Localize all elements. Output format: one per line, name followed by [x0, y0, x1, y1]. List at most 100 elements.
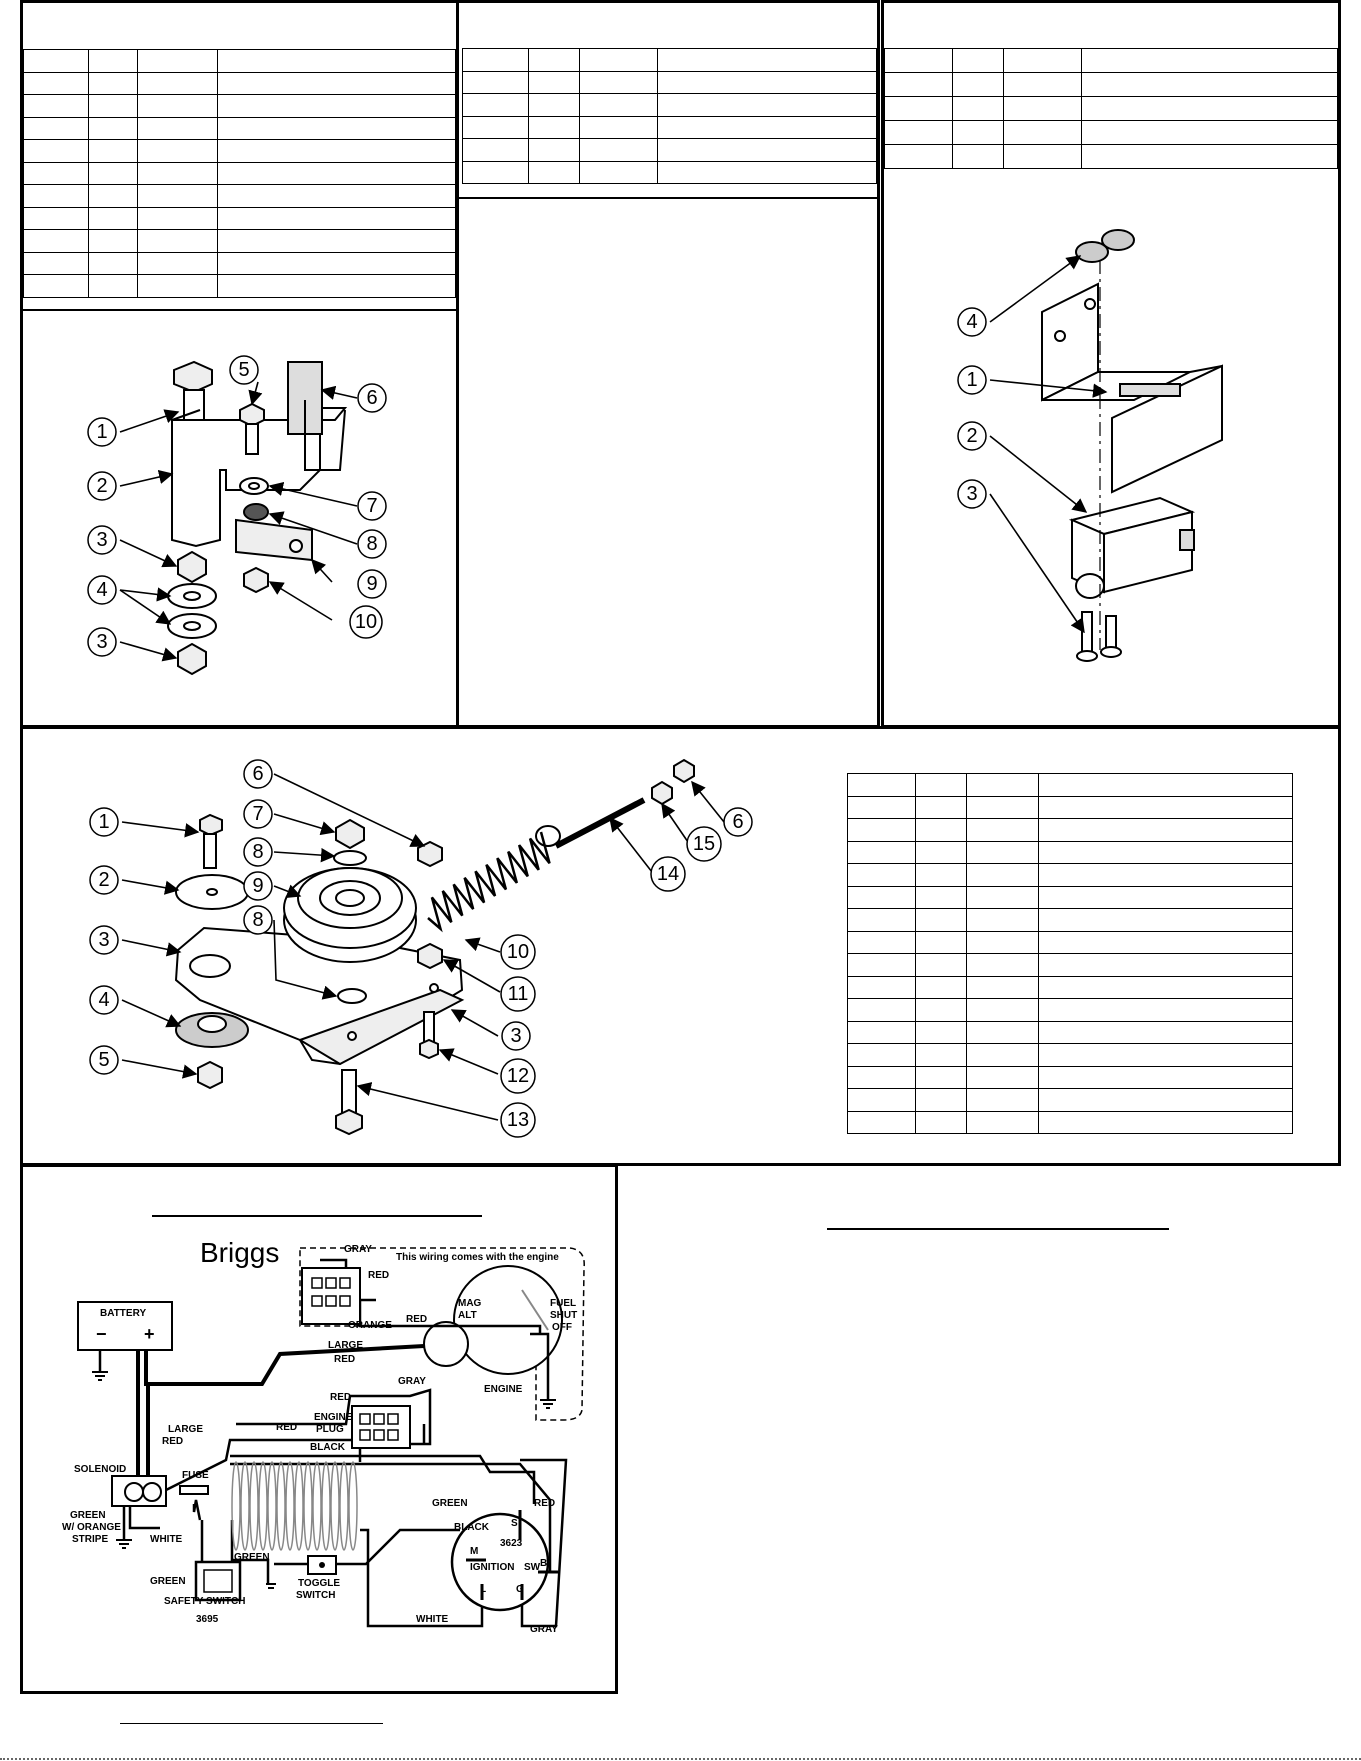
table-row [846, 1088, 1294, 1112]
callout-d6: 6 [252, 763, 263, 785]
label-green-a: GREEN [234, 1552, 270, 1563]
label-gray-top: GRAY [344, 1244, 372, 1255]
table-cell [1080, 144, 1339, 169]
label-red-top2: RED [406, 1314, 427, 1325]
callout-d13: 13 [507, 1109, 529, 1131]
table-row [846, 1065, 1294, 1089]
battery-plus: + [144, 1324, 155, 1344]
table-cell [528, 138, 580, 162]
bottom-dotted-line [0, 1758, 1361, 1760]
table-cell [1037, 1110, 1294, 1134]
label-switch: SWITCH [296, 1590, 335, 1601]
harness-coil [285, 1461, 295, 1551]
label-off: OFF [552, 1322, 572, 1333]
table-row [883, 48, 1339, 73]
table-cell [88, 161, 138, 185]
table-row [846, 1110, 1294, 1134]
callout-d15: 15 [693, 833, 715, 855]
table-row [22, 229, 457, 253]
table-cell [656, 115, 878, 139]
table-cell [88, 206, 138, 230]
table-row [883, 144, 1339, 169]
callout-a4: 4 [96, 579, 107, 601]
callout-c4: 4 [966, 311, 977, 333]
table-row [883, 120, 1339, 145]
battery-label: BATTERY [100, 1308, 146, 1319]
label-large-top: LARGE [328, 1340, 363, 1351]
callout-a3b: 3 [96, 631, 107, 653]
table-divider [23, 309, 456, 311]
parts-table-middle [846, 773, 1294, 1134]
label-red-right: RED [534, 1498, 555, 1509]
callout-c3: 3 [966, 483, 977, 505]
bracket-assembly-callouts [87, 355, 387, 657]
table-row [22, 139, 457, 163]
label-3695: 3695 [196, 1614, 219, 1625]
parts-table-top-right [883, 48, 1339, 169]
harness-coil [321, 1461, 331, 1551]
label-red-large-top: RED [334, 1354, 355, 1365]
table-cell [952, 144, 1004, 169]
label-l: L [480, 1584, 486, 1595]
table-row [461, 138, 878, 162]
table-cell [965, 1110, 1039, 1134]
callout-a7: 7 [366, 495, 377, 517]
table-row [846, 1020, 1294, 1044]
callout-a6: 6 [366, 387, 377, 409]
callout-d9: 9 [252, 875, 263, 897]
panel-top-right [881, 0, 1341, 728]
callout-d2: 2 [98, 869, 109, 891]
label-orange: ORANGE [348, 1320, 392, 1331]
callout-a8: 8 [366, 533, 377, 555]
label-g: G [516, 1584, 524, 1595]
label-b: B [540, 1558, 547, 1569]
callout-a5: 5 [238, 359, 249, 381]
callout-d4: 4 [98, 989, 109, 1011]
callout-a3: 3 [96, 529, 107, 551]
label-green-b: GREEN [150, 1576, 186, 1587]
table-cell [216, 161, 457, 185]
wiring-brand: Briggs [200, 1237, 279, 1268]
table-cell [1080, 96, 1339, 121]
label-shut: SHUT [550, 1310, 577, 1321]
table-cell [1080, 120, 1339, 145]
harness-coil [231, 1461, 241, 1551]
solenoid-bracket-drawing [1041, 229, 1223, 662]
parts-table-top-left [22, 49, 457, 298]
table-cell [216, 274, 457, 298]
label-red-mid: RED [330, 1392, 351, 1403]
table-row [846, 863, 1294, 887]
table-row [461, 160, 878, 184]
table-cell [88, 184, 138, 208]
bracket-assembly-drawing [167, 360, 348, 676]
table-cell [528, 160, 580, 184]
label-s: S [511, 1518, 518, 1529]
panel-top-left [20, 0, 459, 728]
label-fuel: FUEL [550, 1298, 576, 1309]
table-cell [528, 115, 580, 139]
label-gray-bottom: GRAY [530, 1624, 558, 1635]
harness-coil [267, 1461, 277, 1551]
label-engine-plug: ENGINE [314, 1412, 353, 1423]
table-row [846, 840, 1294, 864]
label-large-left: LARGE [168, 1424, 203, 1435]
callout-d8b: 8 [252, 909, 263, 931]
table-row [22, 116, 457, 140]
label-safety-switch: SAFETY SWITCH [164, 1596, 245, 1607]
callout-d1: 1 [98, 811, 109, 833]
callout-d7: 7 [252, 803, 263, 825]
table-cell [656, 160, 878, 184]
wiring-diagram: Briggs This wiring comes with the engine… [62, 1237, 585, 1693]
label-white-bottom: WHITE [416, 1614, 449, 1625]
label-green-orange1: GREEN [70, 1510, 106, 1521]
callout-a10: 10 [355, 611, 377, 633]
table-row [22, 161, 457, 185]
table-row [846, 998, 1294, 1022]
callout-a9: 9 [366, 573, 377, 595]
label-plug: PLUG [316, 1424, 344, 1435]
callout-c2: 2 [966, 425, 977, 447]
table-row [461, 93, 878, 117]
label-sw: SW [524, 1562, 541, 1573]
table-cell [952, 48, 1004, 73]
